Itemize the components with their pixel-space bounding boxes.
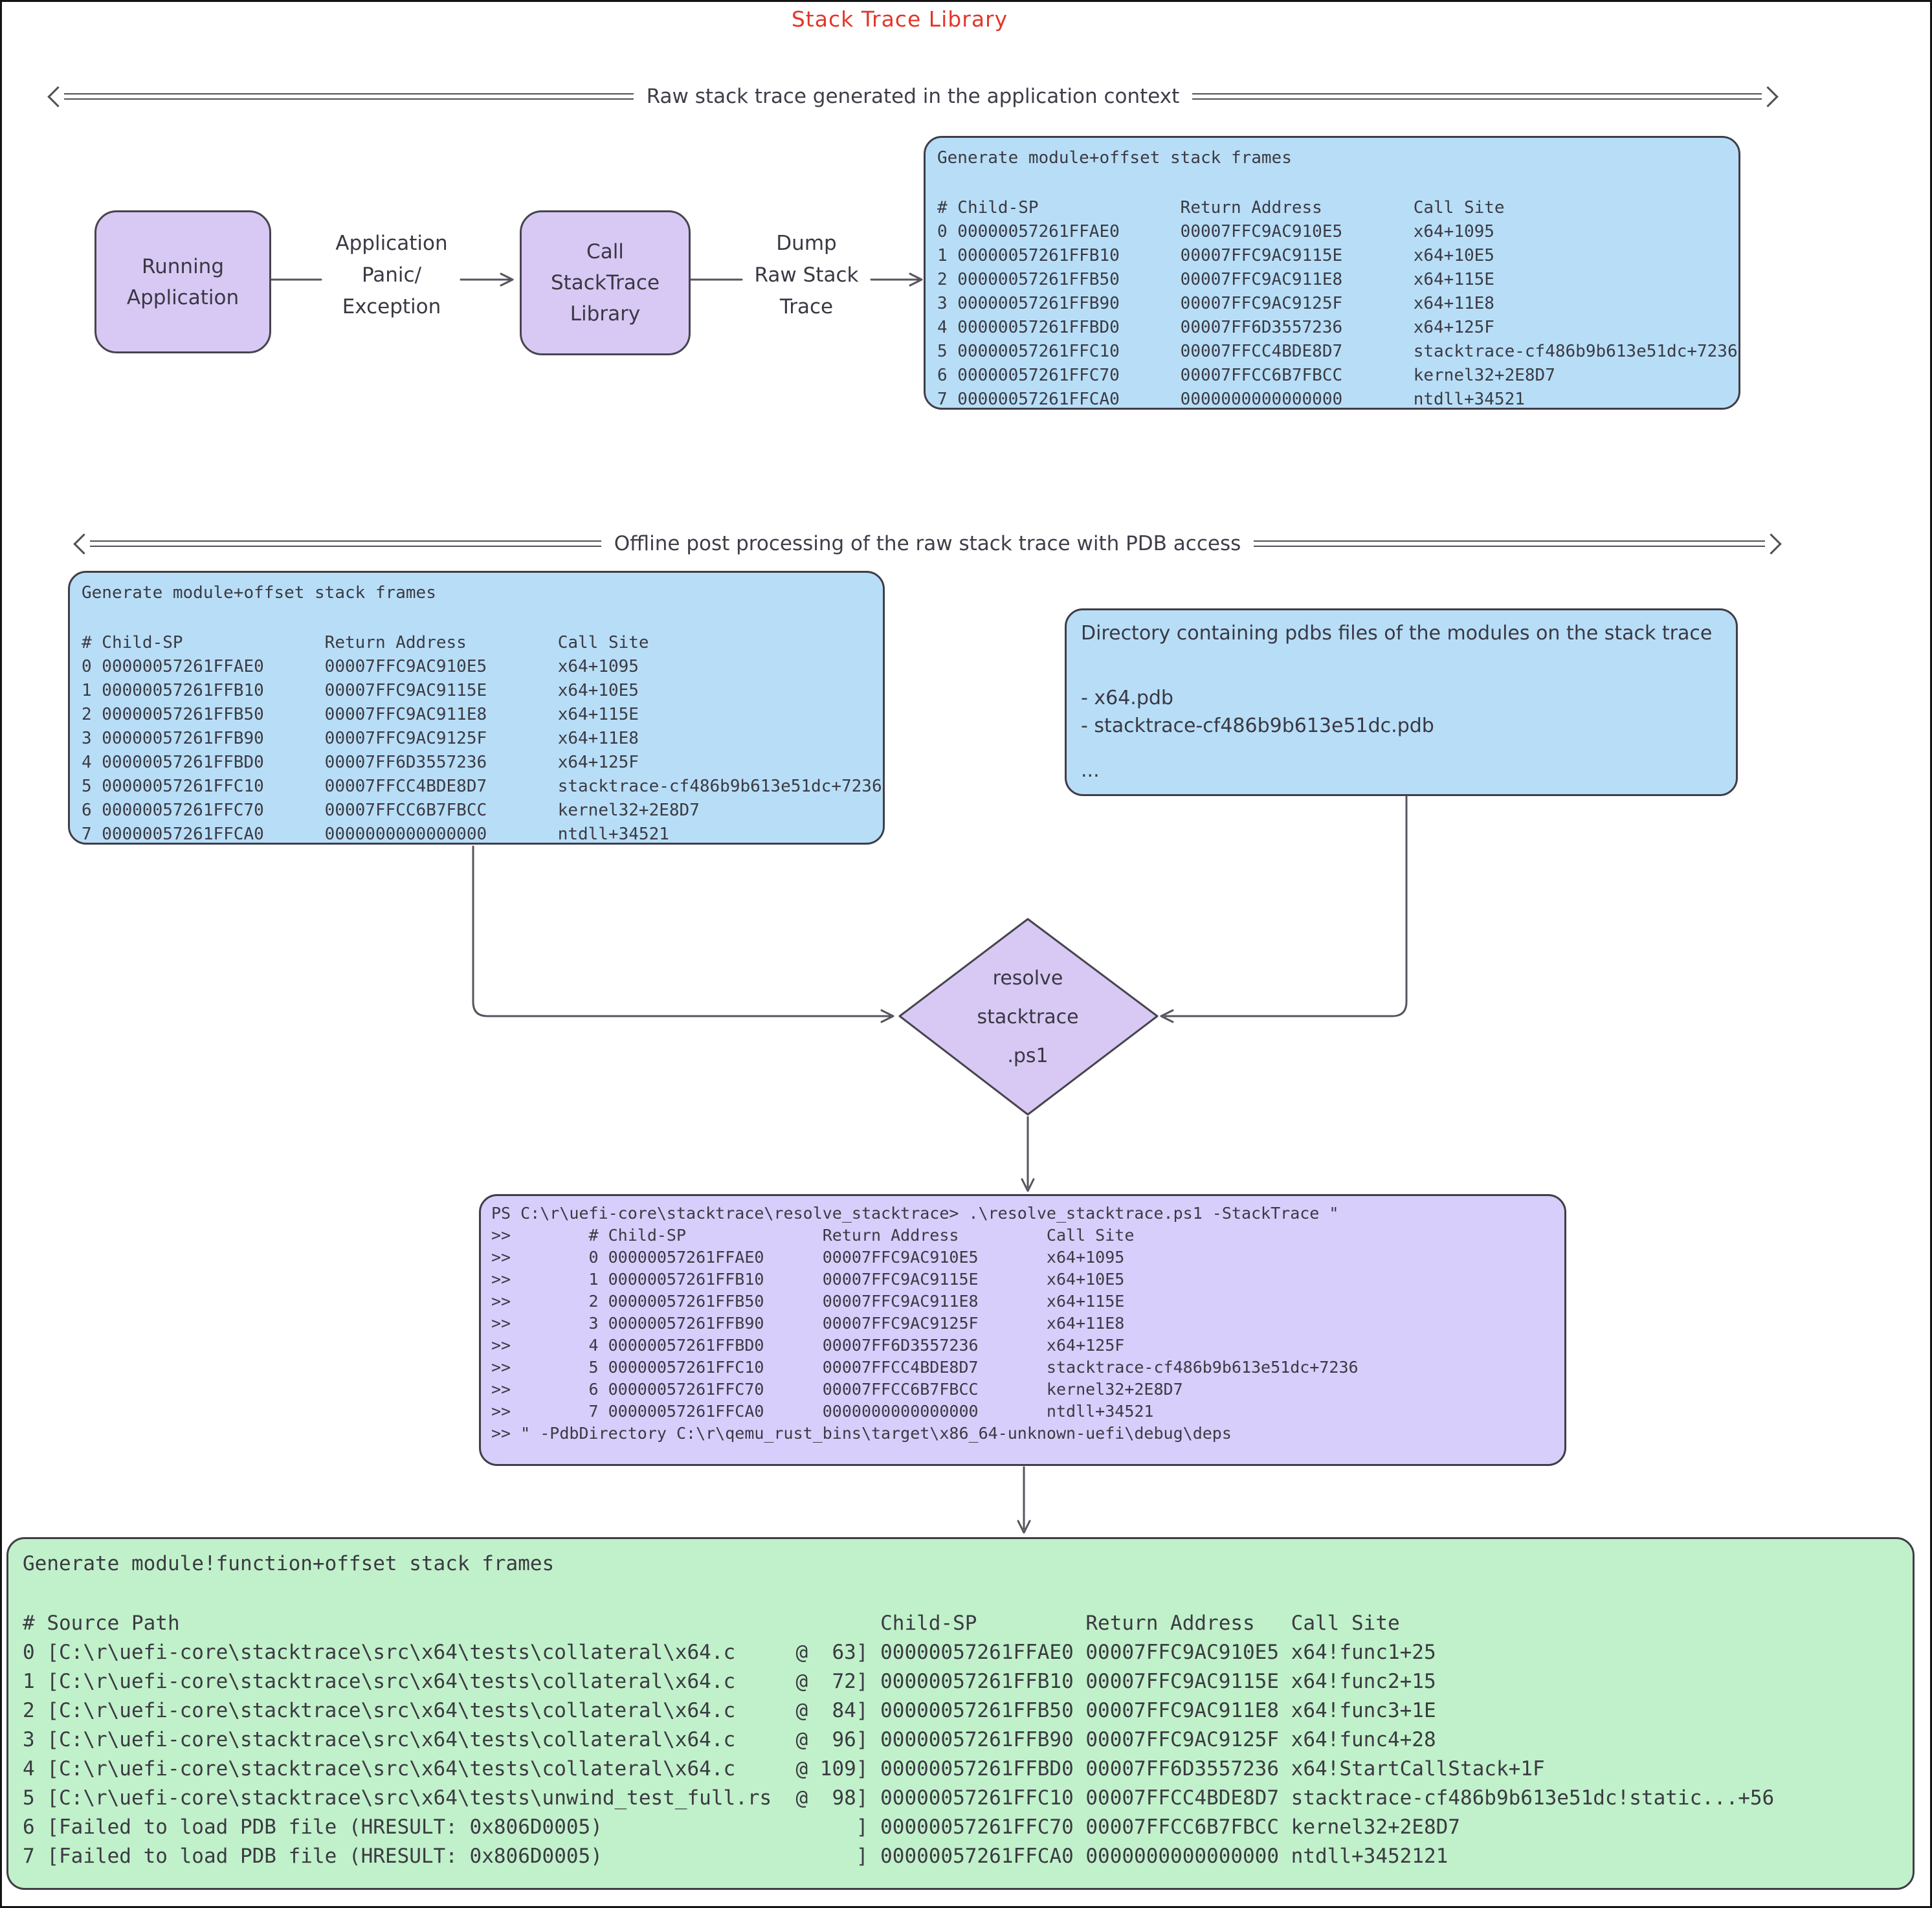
arrowhead-down-icon (1017, 1520, 1031, 1534)
section1-header: Raw stack trace generated in the applica… (47, 85, 1779, 108)
arrow-right-icon (1760, 533, 1782, 555)
call-stacktrace-library-label: Call StackTrace Library (550, 240, 660, 326)
pdb-directory-title: Directory containing pdbs files of the m… (1081, 622, 1713, 645)
header-line (90, 540, 601, 547)
arrowhead-right-icon (880, 1009, 894, 1023)
raw-stack-trace-card-top: Generate module+offset stack frames # Ch… (924, 136, 1740, 410)
elbow-connector (1164, 795, 1408, 1017)
arrowhead-down-icon (1021, 1178, 1035, 1192)
raw-stack-trace-table: # Child-SP Return Address Call Site 0 00… (82, 633, 882, 844)
pdb-file-list: - x64.pdb- stacktrace-cf486b9b613e51dc.p… (1081, 687, 1434, 737)
section2-header: Offline post processing of the raw stack… (73, 532, 1782, 555)
resolve-script-diamond (898, 918, 1159, 1116)
arrowhead-left-icon (1160, 1009, 1174, 1023)
elbow-connector (472, 845, 892, 1017)
panic-exception-label: Application Panic/ Exception (335, 232, 448, 318)
raw-trace-title: Generate module+offset stack frames (82, 583, 436, 603)
arrowhead-right-icon (909, 272, 923, 287)
running-application-label: Running Application (126, 254, 239, 309)
header-line (64, 93, 634, 100)
powershell-command-card: PS C:\r\uefi-core\stacktrace\resolve_sta… (479, 1194, 1566, 1466)
pdb-list-ellipsis: ... (1081, 759, 1100, 782)
arrow-left-icon (73, 533, 94, 555)
resolve-script-label: resolve stacktrace .ps1 (977, 967, 1079, 1067)
section1-label: Raw stack trace generated in the applica… (646, 85, 1180, 108)
raw-stack-trace-card-offline: Generate module+offset stack frames # Ch… (68, 571, 885, 845)
powershell-command-text: PS C:\r\uefi-core\stacktrace\resolve_sta… (491, 1204, 1359, 1443)
dump-raw-stack-trace-label: Dump Raw Stack Trace (754, 232, 859, 318)
header-line (1254, 540, 1766, 547)
raw-trace-title: Generate module+offset stack frames (937, 148, 1292, 168)
arrow-left-icon (47, 85, 69, 107)
resolved-stack-trace-table: # Source Path Child-SP Return Address Ca… (23, 1612, 1775, 1868)
section2-label: Offline post processing of the raw stack… (614, 532, 1241, 555)
header-line (1192, 93, 1762, 100)
page-title: Stack Trace Library (791, 6, 1008, 32)
resolved-stack-trace-card: Generate module!function+offset stack fr… (6, 1537, 1915, 1890)
arrowhead-right-icon (500, 272, 514, 287)
pdb-directory-card: Directory containing pdbs files of the m… (1065, 608, 1738, 796)
call-stacktrace-library-node: Call StackTrace Library (520, 210, 691, 355)
resolved-trace-title: Generate module!function+offset stack fr… (23, 1552, 555, 1575)
running-application-node: Running Application (94, 210, 271, 353)
raw-stack-trace-table: # Child-SP Return Address Call Site 0 00… (937, 198, 1738, 409)
arrow-right-icon (1757, 85, 1779, 107)
